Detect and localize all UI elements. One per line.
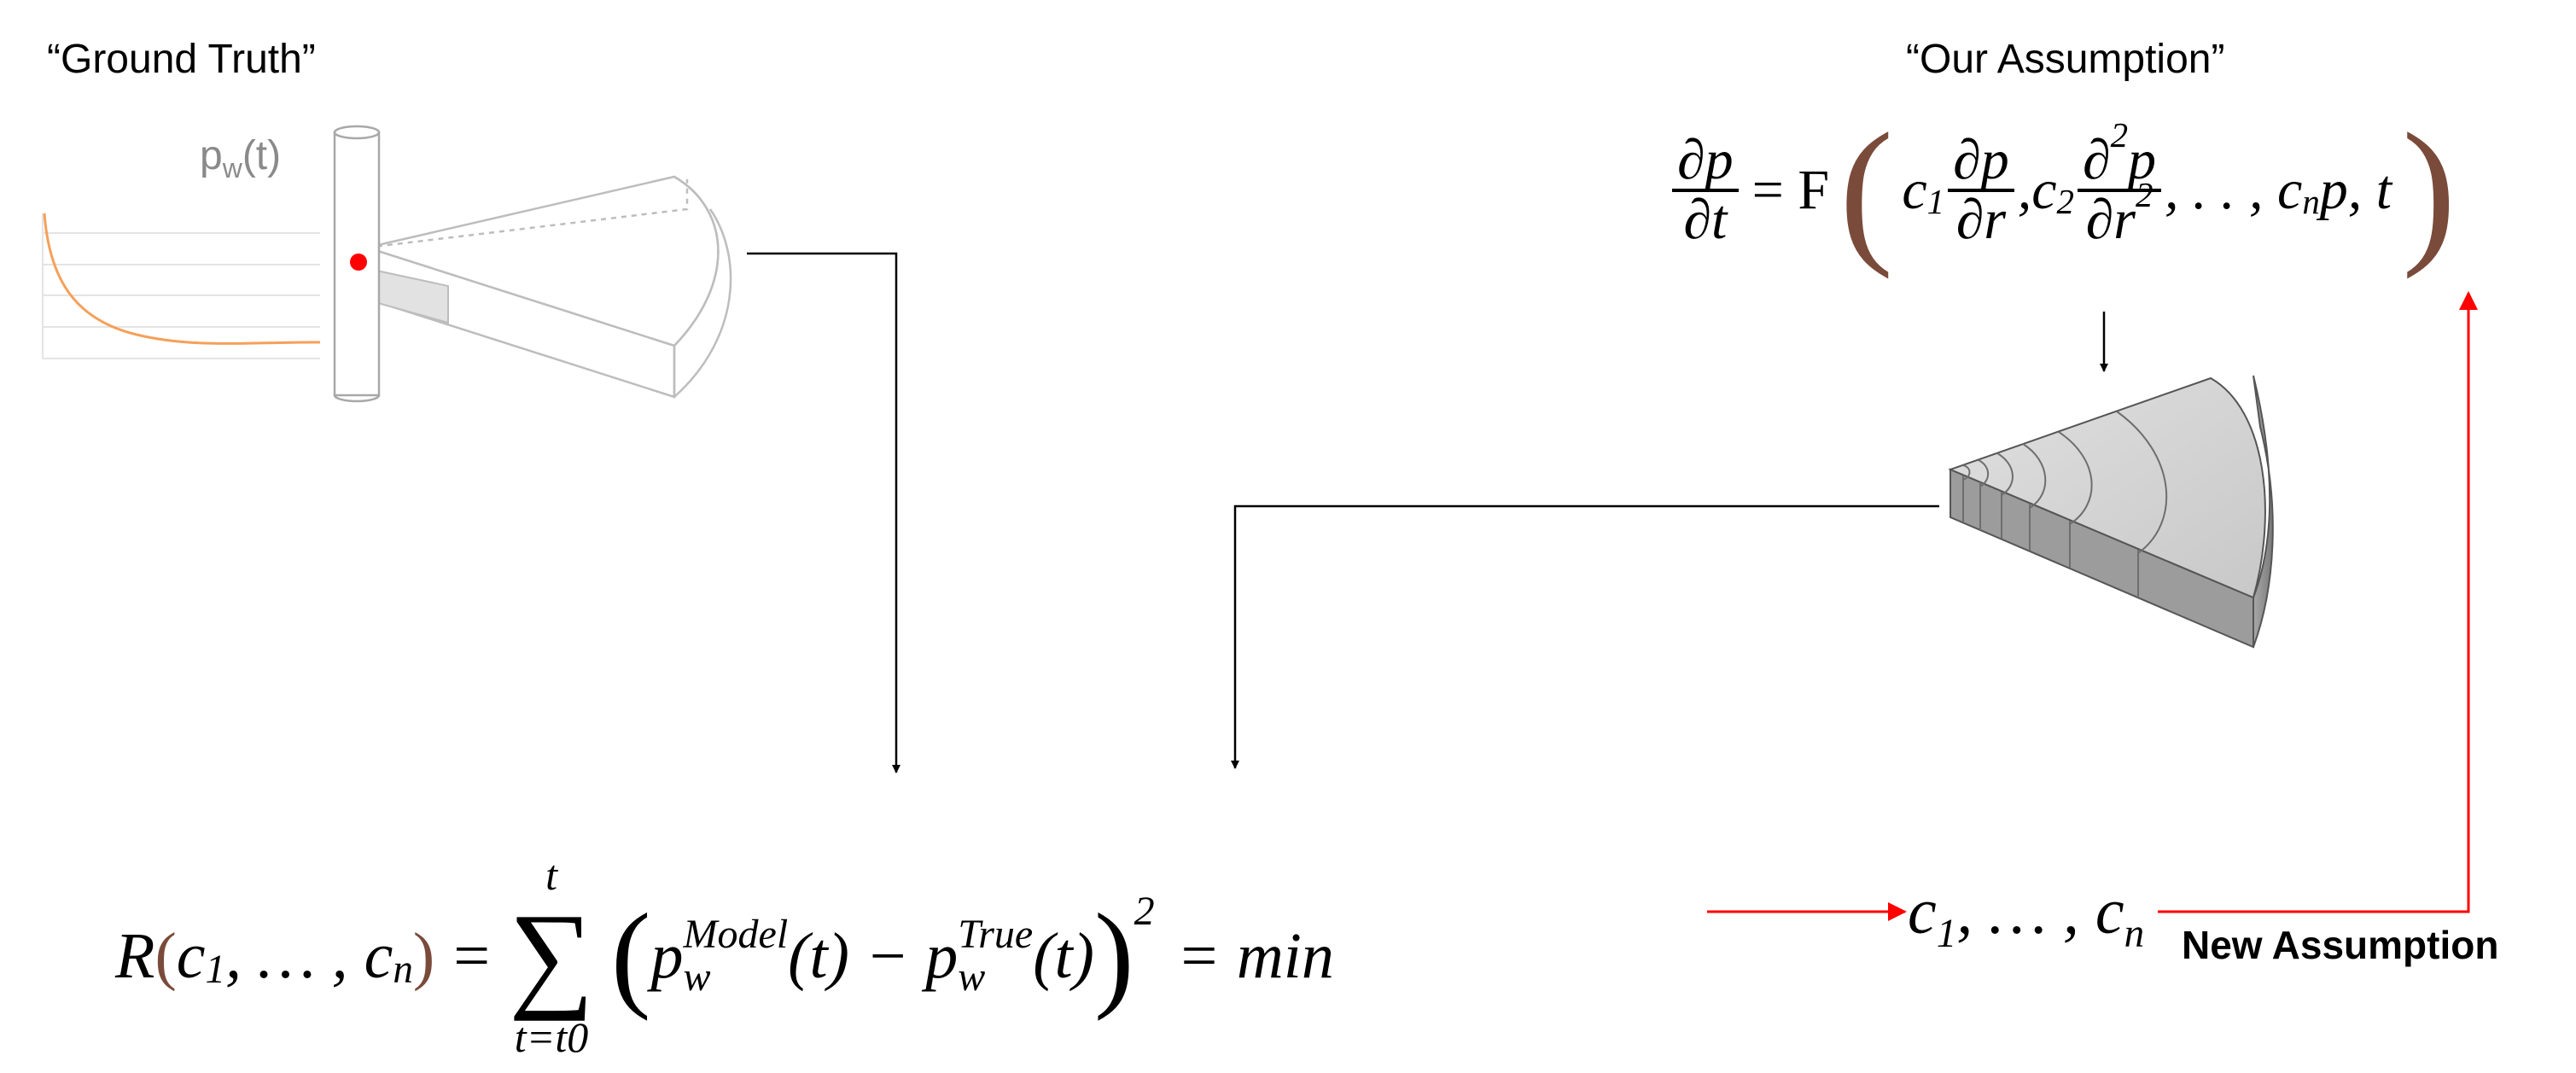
fitted-parameters: c1, … , cn	[1908, 879, 2144, 954]
result-ellipsis: , … ,	[1956, 876, 2095, 948]
sum-upper-limit: t	[545, 851, 557, 899]
pressure-plot	[42, 213, 321, 359]
true-pressure-argument: (t)	[1033, 920, 1094, 992]
our-assumption-title: “Our Assumption”	[1906, 37, 2225, 82]
pde-term2-den-power: 2	[2135, 176, 2153, 215]
pde-open-paren: (	[1839, 101, 1894, 280]
pressure-subscript: w	[222, 153, 242, 184]
objective-r: R	[115, 920, 155, 992]
pressure-curve	[43, 213, 321, 345]
pde-ellipsis: , . . ,	[2165, 159, 2278, 221]
pressure-symbol: p	[200, 133, 223, 178]
summation: t ∑ t=t0	[509, 854, 594, 1058]
new-assumption-label: New Assumption	[2182, 923, 2499, 967]
pde-term1-numerator: ∂p	[1948, 132, 2014, 192]
pde-term2-denominator: ∂r2	[2078, 178, 2161, 251]
pde-c1: c	[1902, 159, 1927, 221]
objective-big-open-paren: (	[610, 889, 651, 1022]
pde-equals-f: = F	[1751, 159, 1830, 221]
pde-lhs-numerator: ∂p	[1672, 132, 1739, 192]
model-pressure-p: p	[650, 920, 684, 992]
groundtruth-to-objective-arrow	[747, 252, 900, 773]
pde-term1-fraction: ∂p ∂r	[1948, 132, 2014, 248]
new-assumption-feedback-arrow	[2158, 291, 2478, 913]
result-c1-subscript: 1	[1936, 912, 1957, 957]
objective-close-paren: )	[412, 920, 435, 992]
pde-term2-num-power: 2	[2110, 116, 2129, 155]
sum-symbol: ∑	[509, 889, 594, 1022]
reservoir-sector-model	[1948, 375, 2274, 649]
pde-term2-fraction: ∂2p ∂r2	[2077, 118, 2162, 251]
objective-c1-subscript: 1	[205, 947, 226, 992]
pde-cn: c	[2277, 159, 2303, 221]
result-cn-subscript: n	[2124, 912, 2145, 957]
result-cn: c	[2095, 876, 2124, 948]
pressure-label: pw(t)	[200, 132, 282, 184]
true-pressure-subscript: w	[958, 954, 986, 1000]
pde-comma: ,	[2017, 159, 2032, 221]
model-pressure-superscript: Model	[683, 911, 789, 957]
objective-cn: c	[364, 920, 393, 992]
pde-cn-subscript: n	[2302, 182, 2320, 221]
well-point-marker	[350, 254, 367, 271]
pressure-argument: (t)	[242, 133, 282, 178]
model-to-objective-arrow	[1231, 504, 1939, 769]
pde-c2: c	[2031, 159, 2057, 221]
pde-tail: p, t	[2319, 159, 2392, 221]
ground-truth-title: “Ground Truth”	[47, 37, 316, 82]
objective-equals-min: = min	[1176, 920, 1334, 992]
pde-c2-subscript: 2	[2056, 182, 2074, 221]
true-pressure-scripts: True w	[958, 913, 1033, 1000]
objective-equals: =	[453, 920, 491, 992]
pde-term2-numerator: ∂2p	[2077, 118, 2162, 192]
true-pressure-superscript: True	[958, 911, 1034, 957]
pde-term2-den-partial: ∂r	[2085, 189, 2136, 251]
pde-lhs-denominator: ∂t	[1683, 189, 1728, 251]
model-pressure-scripts: Model w	[684, 913, 789, 1000]
pde-lhs-fraction: ∂p ∂t	[1672, 132, 1739, 248]
true-pressure-p: p	[925, 920, 959, 992]
objective-square-exponent: 2	[1134, 889, 1155, 934]
objective-big-close-paren: )	[1093, 889, 1134, 1022]
pde-close-paren: )	[2402, 101, 2457, 280]
model-pressure-subscript: w	[683, 954, 711, 1000]
objective-cn-subscript: n	[393, 947, 413, 992]
pde-term2-num-p: p	[2128, 129, 2157, 191]
objective-open-paren: (	[154, 920, 177, 992]
result-c1: c	[1908, 876, 1937, 948]
pde-term1-denominator: ∂r	[1955, 189, 2007, 251]
objective-ellipsis: , … ,	[225, 920, 364, 992]
model-pressure-argument: (t) −	[788, 920, 926, 992]
pde-c1-subscript: 1	[1926, 182, 1945, 221]
sum-lower-limit: t=t0	[514, 1013, 589, 1061]
objective-c1: c	[176, 920, 206, 992]
pde-term2-num-partial: ∂	[2082, 129, 2111, 191]
